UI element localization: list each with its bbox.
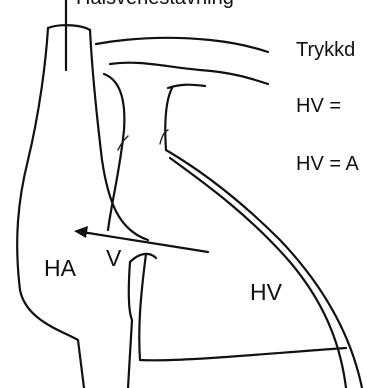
- top-label: Halsvenestavning: [76, 0, 234, 9]
- label-hv: HV: [250, 279, 283, 305]
- septum-outer: [165, 88, 172, 150]
- side-text-2: HV =: [296, 95, 341, 117]
- atrium-inner-wall: [90, 30, 148, 240]
- ventricle-inner-wall: [170, 158, 346, 388]
- label-v: V: [106, 245, 122, 271]
- upper-vessel-top: [96, 38, 268, 52]
- label-ha: HA: [44, 255, 77, 281]
- ventricle-outer-wall: [166, 150, 362, 388]
- vena-cava-top: [48, 25, 90, 30]
- valve-flap-right: [160, 130, 168, 144]
- side-text-1: Trykkd: [296, 39, 355, 61]
- upper-right-vessel: [168, 85, 205, 88]
- arrow-line: [82, 232, 208, 252]
- ventricle-bottom-wall: [139, 254, 346, 360]
- upper-vessel-bottom: [110, 63, 268, 84]
- atrium-outer-wall: [17, 28, 84, 388]
- arrow-head: [74, 226, 88, 238]
- tricuspid-curve: [130, 254, 156, 262]
- lower-atrium-wall: [128, 262, 132, 388]
- side-text-3: HV = A: [296, 153, 359, 175]
